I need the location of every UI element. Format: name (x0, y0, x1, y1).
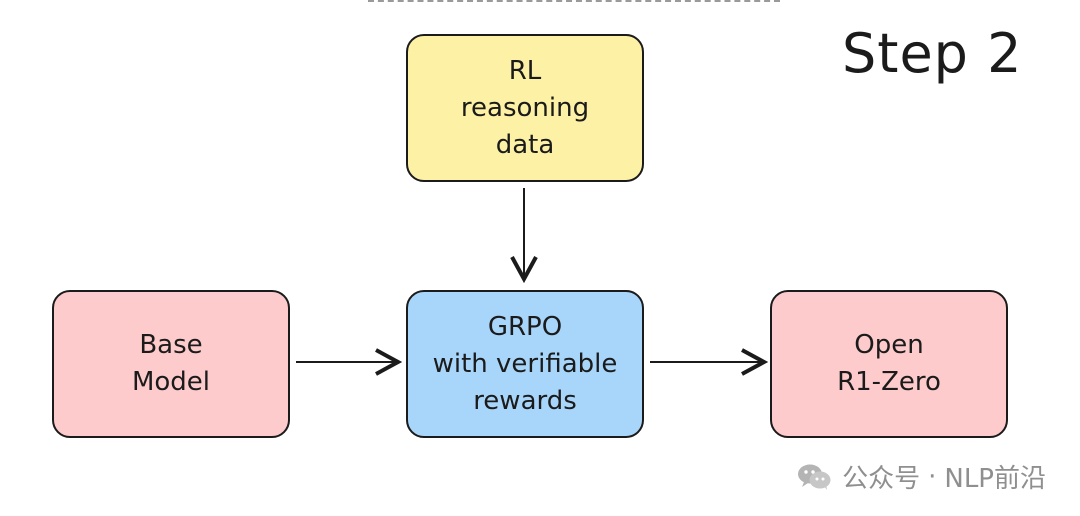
watermark-label: 公众号 (842, 464, 921, 494)
node-rl-reasoning-data: RL reasoning data (406, 34, 644, 182)
node-base-model: Base Model (52, 290, 290, 438)
node-grpo-label: GRPO with verifiable rewards (432, 311, 618, 416)
watermark-separator: · (928, 461, 937, 492)
watermark: 公众号 · NLP前沿 (796, 458, 1046, 495)
watermark-name: NLP前沿 (944, 464, 1046, 494)
wechat-icon (798, 464, 831, 490)
node-rl-reasoning-data-label: RL reasoning data (460, 55, 590, 160)
node-open-r1-zero-label: Open R1-Zero (837, 330, 941, 397)
node-base-model-label: Base Model (131, 330, 211, 397)
node-open-r1-zero: Open R1-Zero (770, 290, 1008, 438)
node-grpo: GRPO with verifiable rewards (406, 290, 644, 438)
diagram-title: Step 2 (842, 22, 1023, 85)
top-dashed-line (368, 0, 780, 2)
